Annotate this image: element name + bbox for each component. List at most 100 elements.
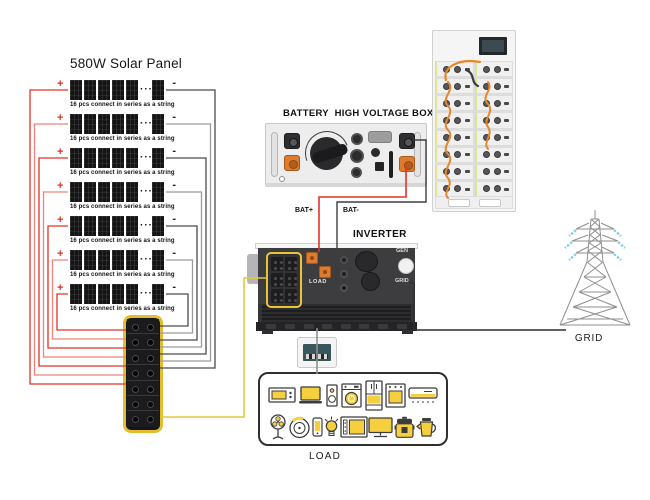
solar-panel-cell [126, 250, 138, 270]
inverter-side-bracket [247, 254, 258, 284]
comm-port [340, 270, 348, 278]
solar-panel-cell [152, 114, 164, 134]
terminal [454, 151, 461, 159]
battery-module [474, 146, 513, 163]
battery-module [435, 112, 474, 129]
ellipsis: ··· [140, 152, 153, 163]
dc-connector-orange [284, 155, 300, 171]
solar-panel-cell [84, 250, 96, 270]
round-connector [351, 167, 362, 178]
pv-negative-wires [160, 89, 216, 369]
pv-input-connector [285, 289, 297, 303]
solar-panel-cell [98, 80, 110, 100]
plus-terminal-label: + [57, 112, 64, 124]
pv-panels: ··· [70, 114, 166, 134]
breaker-switch [375, 162, 384, 171]
grid-label: GRID [574, 333, 604, 344]
ellipsis: ··· [140, 186, 153, 197]
solar-panel-cell [98, 148, 110, 168]
pv-string-row: + ··· - 16 pcs connect in series as a st… [57, 179, 176, 210]
solar-panel-cell [126, 216, 138, 236]
terminal [482, 151, 490, 159]
plus-terminal-label: + [57, 282, 64, 294]
bat-minus-label: BAT- [343, 207, 359, 214]
terminal [443, 134, 450, 142]
fan-icon [268, 413, 288, 441]
cable-gland [322, 324, 333, 329]
minus-terminal-label: - [172, 213, 176, 225]
battery-module [435, 146, 474, 163]
cable-gland [303, 324, 314, 329]
string-caption: 16 pcs connect in series as a string [70, 204, 175, 210]
solar-panel-cell [152, 216, 164, 236]
string-caption: 16 pcs connect in series as a string [70, 102, 175, 108]
refrigerator-icon [364, 379, 383, 411]
solar-array-title: 580W Solar Panel [70, 56, 183, 71]
battery-module [474, 95, 513, 112]
breaker-window [303, 344, 331, 361]
handle [414, 132, 421, 177]
load-label: LOAD [308, 451, 342, 462]
combiner-segment [127, 365, 159, 381]
terminal [454, 116, 461, 124]
solar-panel-cell [84, 216, 96, 236]
rack-base [435, 196, 513, 209]
ellipsis: ··· [140, 84, 153, 95]
terminal [443, 116, 450, 124]
terminal [454, 168, 461, 176]
pv-panels: ··· [70, 284, 166, 304]
inverter-title: INVERTER [353, 229, 407, 240]
cable-gland [359, 324, 370, 329]
battery-module [474, 61, 513, 78]
round-connector [351, 133, 363, 145]
pv-string-row: + ··· - 16 pcs connect in series as a st… [57, 77, 176, 108]
rice-cooker-icon [394, 416, 415, 439]
solar-panel-cell [126, 284, 138, 304]
terminal [493, 151, 501, 159]
terminal [493, 99, 501, 107]
solar-panel-cell [70, 216, 82, 236]
pv-panels: ··· [70, 80, 166, 100]
terminal [443, 99, 450, 107]
washing-machine-icon [341, 382, 363, 408]
solar-panel-cell [98, 250, 110, 270]
solar-panel-cell [84, 182, 96, 202]
string-caption: 16 pcs connect in series as a string [70, 170, 175, 176]
breaker-switches [306, 354, 328, 359]
terminal [454, 99, 461, 107]
minus-terminal-label: - [172, 111, 176, 123]
terminal [443, 185, 450, 193]
solar-panel-cell [98, 182, 110, 202]
pv-input-connector [285, 257, 297, 271]
rack-display-screen [479, 37, 507, 55]
terminal [482, 82, 490, 90]
microwave-icon [268, 385, 296, 405]
pv-string-row: + ··· - 16 pcs connect in series as a st… [57, 213, 176, 244]
battery-high-voltage-box [265, 123, 427, 187]
television-icon [368, 416, 394, 438]
knockout-hole [361, 272, 380, 291]
round-connector [350, 149, 364, 163]
battery-module [435, 163, 474, 180]
terminal [443, 82, 450, 90]
oven-icon [385, 382, 406, 408]
solar-panel-cell [98, 114, 110, 134]
solar-panel-cell [112, 182, 124, 202]
pv-input-connector [285, 273, 297, 287]
combiner-segment [127, 395, 159, 412]
battery-module [435, 61, 474, 78]
minus-terminal-label: - [172, 179, 176, 191]
pv-panels: ··· [70, 182, 166, 202]
terminal [493, 185, 501, 193]
appliance-row [268, 379, 438, 411]
robot-vacuum-icon [288, 416, 311, 439]
solar-panel-cell [112, 114, 124, 134]
laptop-icon [298, 385, 323, 405]
dc-connector [284, 133, 300, 149]
solar-panel-cell [126, 182, 138, 202]
solar-panel-cell [152, 284, 164, 304]
pv-string-row: + ··· - 16 pcs connect in series as a st… [57, 281, 176, 312]
inverter-gen-port-label: GEN [396, 248, 408, 254]
battery-module [474, 112, 513, 129]
